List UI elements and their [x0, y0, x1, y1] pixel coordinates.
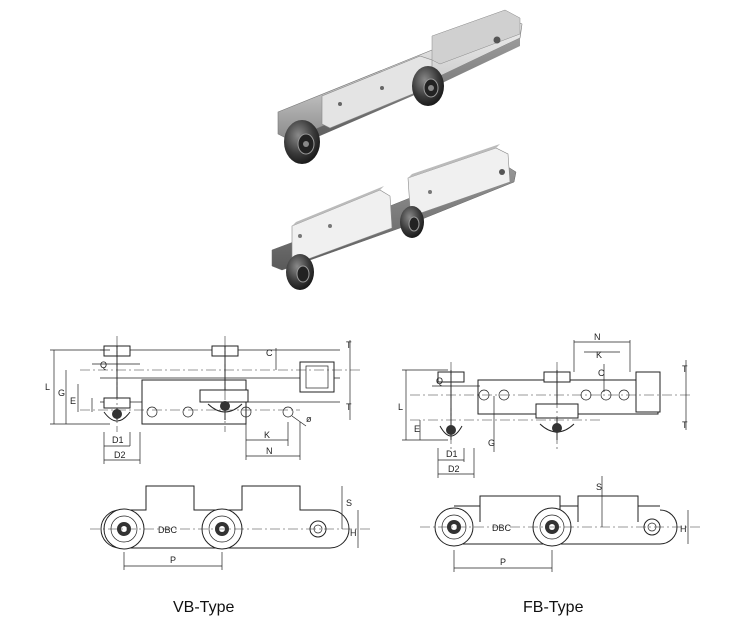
dim-label-T-bottom: T	[682, 420, 688, 430]
dim-label-E: E	[414, 424, 420, 434]
dim-label-K: K	[596, 350, 602, 360]
dim-label-C: C	[598, 368, 605, 378]
fb-type-top-view-labels: L E Q G N K C T T D1 D2	[398, 332, 688, 474]
roller-icon	[400, 206, 424, 238]
dim-label-Q: Q	[436, 376, 443, 386]
roller-icon	[286, 254, 314, 290]
dim-label-T-top: T	[346, 340, 352, 350]
dim-label-H: H	[350, 528, 357, 538]
vb-type-side-view-labels: DBC P S H	[158, 498, 357, 565]
vb-type-caption: VB-Type	[173, 599, 234, 616]
dim-label-K: K	[264, 430, 270, 440]
dim-label-D1: D1	[112, 435, 124, 445]
vb-type-top-view	[50, 336, 360, 464]
fb-type-side-view-labels: DBC P S H	[492, 482, 687, 567]
dim-label-D2: D2	[114, 450, 126, 460]
dim-label-L: L	[398, 402, 403, 412]
chain-with-bracket-plates-photo	[271, 144, 517, 290]
dim-label-L: L	[45, 382, 50, 392]
dim-label-P: P	[170, 555, 176, 565]
vb-type-side-view	[90, 485, 370, 570]
dim-label-P: P	[500, 557, 506, 567]
dim-label-phi: ø	[306, 414, 312, 424]
fb-type-caption: FB-Type	[523, 599, 584, 616]
dim-label-D2: D2	[448, 464, 460, 474]
vb-type-top-view-labels: L G E Q C T T D1 D2 K N ø	[45, 340, 352, 460]
dim-label-DBC: DBC	[492, 523, 512, 533]
fb-type-side-view	[420, 476, 700, 572]
dim-label-Q: Q	[100, 360, 107, 370]
dim-label-G: G	[58, 388, 65, 398]
dim-label-G: G	[488, 438, 495, 448]
dim-label-D1: D1	[446, 449, 458, 459]
roller-icon	[412, 66, 444, 106]
dim-label-T-top: T	[682, 364, 688, 374]
dim-label-S: S	[596, 482, 602, 492]
fb-type-top-view	[402, 340, 690, 478]
chain-with-rollers-photo	[277, 9, 523, 164]
dim-label-S: S	[346, 498, 352, 508]
dim-label-DBC: DBC	[158, 525, 178, 535]
dim-label-E: E	[70, 396, 76, 406]
sprocket-roller-icon	[434, 507, 474, 547]
dim-label-C: C	[266, 348, 273, 358]
roller-icon	[284, 120, 320, 164]
dim-label-T-bottom: T	[346, 402, 352, 412]
dim-label-N: N	[266, 446, 273, 456]
dim-label-N: N	[594, 332, 601, 342]
dim-label-H: H	[680, 524, 687, 534]
